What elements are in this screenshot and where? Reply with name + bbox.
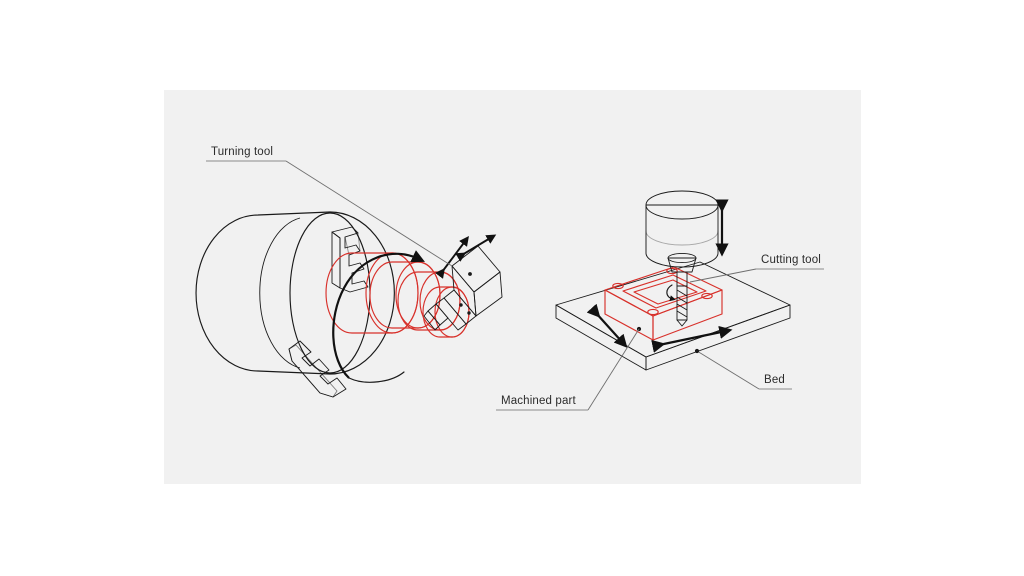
turning-scene: Turning tool	[195, 146, 503, 398]
lathe-chuck	[195, 211, 395, 375]
machined-part-label-text: Machined part	[501, 395, 576, 407]
chuck-jaw-lower	[288, 340, 347, 398]
machine-bed	[555, 261, 791, 371]
milling-scene: Cutting tool Bed Machined part	[496, 190, 824, 411]
table-x-arrow	[651, 325, 733, 353]
turning-tool-label-text: Turning tool	[211, 146, 273, 158]
pocketed-workpiece	[604, 266, 723, 341]
table-y-arrow	[586, 303, 628, 348]
rotation-arrow	[332, 250, 425, 383]
label-machined-part: Machined part	[496, 328, 640, 411]
cutting-tool-label-text: Cutting tool	[761, 254, 821, 266]
chuck-jaw-upper	[331, 226, 369, 293]
turning-tool-holder[interactable]	[423, 245, 503, 331]
diagram-panel	[164, 90, 861, 484]
label-cutting-tool: Cutting tool	[689, 254, 824, 283]
collet	[667, 252, 697, 273]
end-mill-cutter	[666, 271, 688, 327]
bed-label-text: Bed	[764, 374, 785, 386]
tool-feed-arrows	[435, 234, 497, 279]
spindle	[645, 190, 719, 268]
label-turning-tool: Turning tool	[206, 146, 453, 267]
label-bed: Bed	[694, 348, 792, 390]
